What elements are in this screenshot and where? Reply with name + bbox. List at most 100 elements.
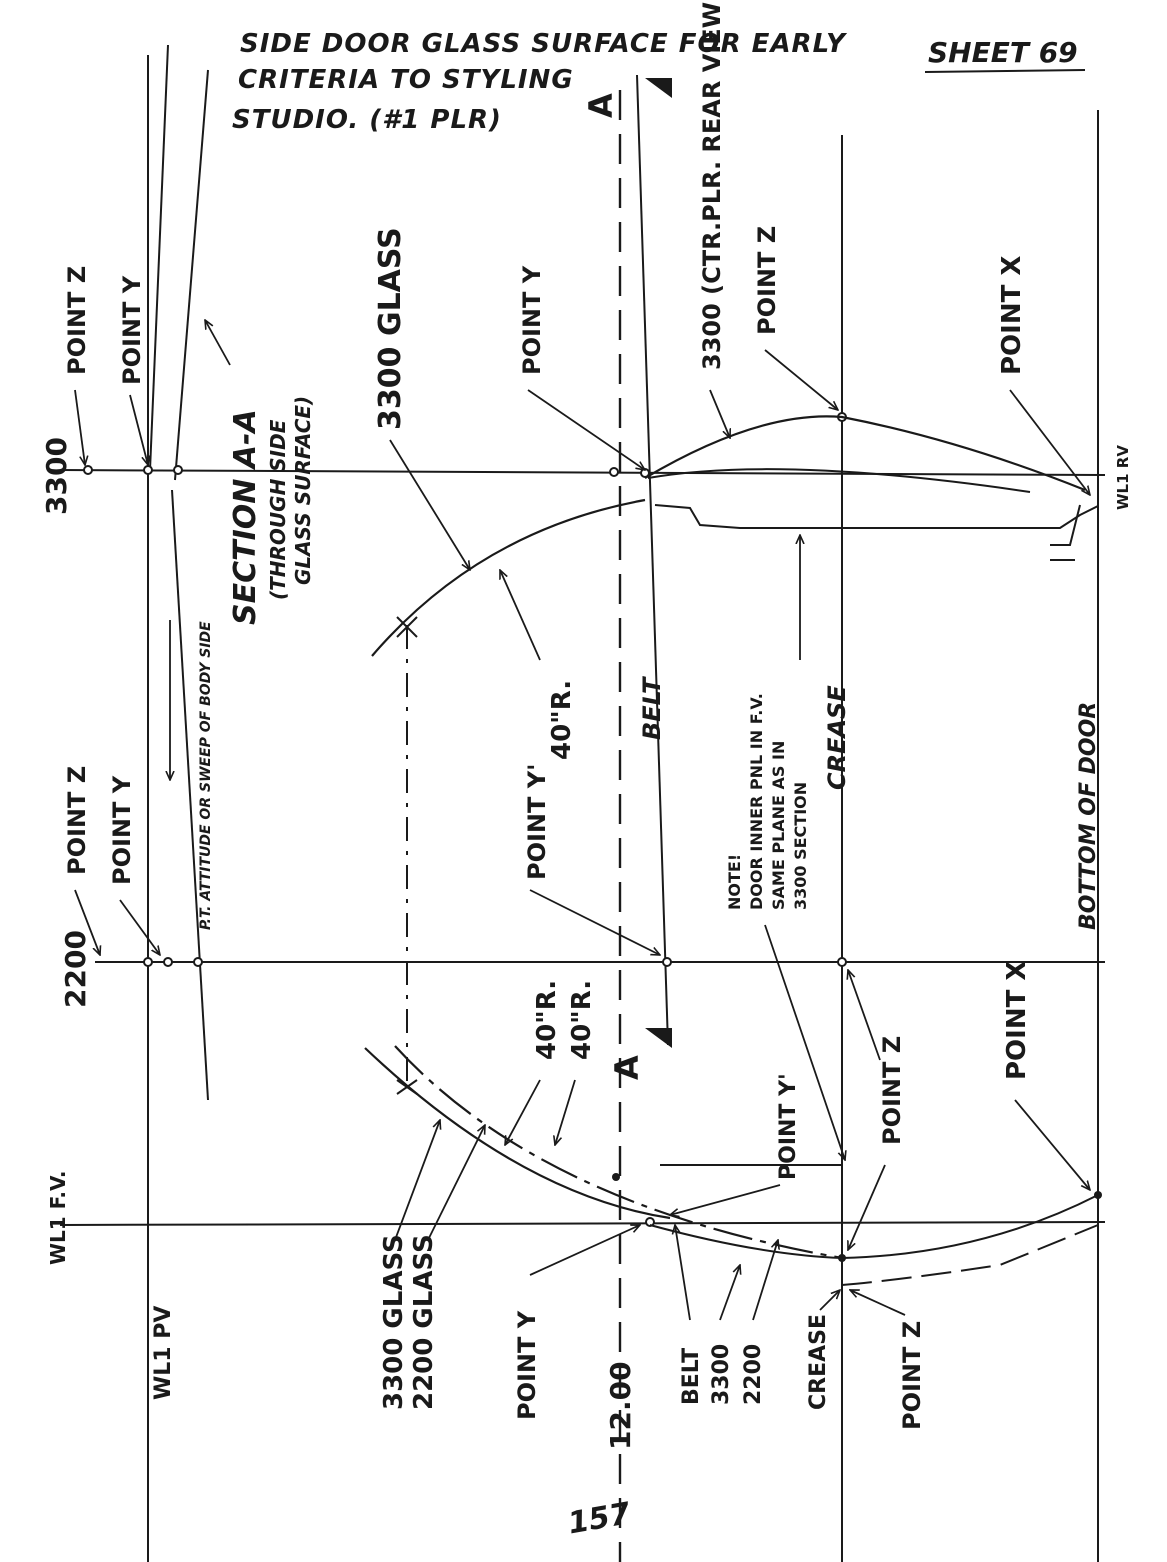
pt-2200-belt bbox=[662, 957, 672, 967]
leader-crease-bottom bbox=[819, 1290, 840, 1311]
pt-2200-crease bbox=[837, 957, 847, 967]
title-line-1: SIDE DOOR GLASS SURFACE FOR EARLY bbox=[240, 29, 848, 59]
leader-ctr-plr bbox=[709, 389, 730, 438]
body-side-label: P.T. ATTITUDE OR SWEEP OF BODY SIDE bbox=[198, 621, 214, 930]
glass-3300-left-curve bbox=[364, 1047, 671, 1220]
leader-glass-3300-left bbox=[394, 1120, 440, 1241]
sheet-number: SHEET 69 bbox=[928, 36, 1078, 69]
point-y-top-right: POINT Y bbox=[118, 275, 146, 385]
leader-z-top-mid bbox=[74, 889, 100, 955]
belt-mid-label: BELT bbox=[638, 676, 666, 740]
pt-3300-y bbox=[143, 465, 153, 475]
leader-z-top-right bbox=[74, 389, 85, 465]
title-line-3: STUDIO. (#1 PLR) bbox=[232, 105, 502, 135]
section-marker-bottom: A bbox=[608, 1028, 672, 1080]
pt-wl1-belt bbox=[612, 1173, 620, 1181]
glass-2200-left-curve bbox=[394, 1045, 843, 1260]
wl1-fv-line bbox=[59, 1221, 1106, 1226]
crease-bottom-label: CREASE bbox=[806, 1314, 831, 1410]
station-3300-line bbox=[59, 469, 1106, 476]
note-line-2: SAME PLANE AS IN bbox=[769, 741, 788, 910]
door-inner-panel bbox=[654, 504, 1099, 529]
leader-radius-mid bbox=[499, 570, 541, 661]
crease-mid-label: CREASE bbox=[823, 685, 851, 790]
point-z-top-mid: POINT Z bbox=[63, 766, 91, 875]
leader-y-top-right bbox=[129, 394, 148, 465]
bottom-door-label: BOTTOM OF DOOR bbox=[1076, 702, 1101, 930]
station-1200-label: 12.00 bbox=[604, 1361, 637, 1450]
radius-mid-label: 40"R. bbox=[547, 680, 577, 760]
leader-z-3300 bbox=[764, 349, 838, 410]
section-marker-top: A bbox=[582, 78, 672, 118]
station-wl1-rv-label: WL1 RV bbox=[1114, 445, 1132, 510]
leader-y-bottom bbox=[529, 1224, 640, 1276]
point-y-bottom: POINT Y bbox=[513, 1310, 541, 1420]
glass-3300-label: 3300 GLASS bbox=[373, 227, 408, 430]
leader-section bbox=[205, 320, 231, 366]
point-z-top-right: POINT Z bbox=[63, 266, 91, 375]
b3300-label: 3300 bbox=[709, 1344, 734, 1405]
left-lower-curve-2 bbox=[841, 1224, 1099, 1286]
section-sub-1: (THROUGH SIDE bbox=[266, 419, 290, 600]
b2200-label: 2200 bbox=[741, 1344, 766, 1405]
point-y-prime-left: POINT Y' bbox=[776, 1073, 801, 1180]
drawing-title: SIDE DOOR GLASS SURFACE FOR EARLY CRITER… bbox=[232, 29, 848, 135]
point-y-3300: POINT Y bbox=[518, 265, 546, 375]
leader-radius-left-1 bbox=[505, 1079, 541, 1145]
glass-2200-left-label: 2200 GLASS bbox=[409, 1234, 439, 1410]
point-z-3300: POINT Z bbox=[753, 226, 781, 335]
section-arrow-bottom bbox=[645, 1028, 672, 1048]
glass-3300-arc bbox=[371, 498, 646, 657]
sheet-underline bbox=[924, 69, 1086, 73]
leader-x-left bbox=[1014, 1099, 1090, 1190]
leader-b3300-bottom bbox=[719, 1265, 740, 1321]
point-x-3300: POINT X bbox=[997, 256, 1027, 375]
leader-y-prime-mid bbox=[529, 889, 660, 955]
station-wl1-fv-label: WL1 F.V. bbox=[46, 1170, 70, 1265]
glass-3300-left-label: 3300 GLASS bbox=[379, 1234, 409, 1410]
station-2200-label: 2200 bbox=[59, 930, 92, 1008]
leader-y-3300 bbox=[527, 389, 645, 470]
leader-y-top-mid bbox=[119, 899, 160, 955]
leader-z-bottom bbox=[850, 1289, 906, 1316]
ctr-plr-label: 3300 (CTR.PLR. REAR VIEW) bbox=[698, 0, 726, 370]
door-inner-panel-detail bbox=[1050, 504, 1081, 561]
section-sub-2: GLASS SURFACE) bbox=[291, 396, 315, 585]
pt-2200-z bbox=[143, 957, 153, 967]
section-label: SECTION A-A bbox=[228, 409, 263, 625]
note-line-1: DOOR INNER PNL IN F.V. bbox=[747, 693, 766, 910]
body-side-line-3 bbox=[171, 489, 209, 1101]
point-y-prime-mid: POINT Y' bbox=[523, 764, 551, 880]
pt-2200-y bbox=[163, 957, 173, 967]
pt-2200-body bbox=[193, 957, 203, 967]
leader-glass-3300 bbox=[389, 439, 470, 570]
glass-3300-cross-2 bbox=[396, 616, 418, 638]
point-z-bottom: POINT Z bbox=[898, 1321, 926, 1430]
leader-radius-left-2 bbox=[555, 1079, 576, 1145]
leader-b2200-bottom bbox=[752, 1240, 778, 1321]
leader-z-left-down bbox=[848, 1164, 886, 1250]
left-lower-curve bbox=[649, 1194, 1099, 1260]
leader-y-prime-left bbox=[670, 1184, 781, 1215]
point-y-top-mid: POINT Y bbox=[108, 775, 136, 885]
station-wl1-pv-label: WL1 PV bbox=[151, 1306, 176, 1400]
section-mark-a-top: A bbox=[582, 93, 620, 118]
grid-lines bbox=[59, 44, 1106, 1562]
note-title: NOTE! bbox=[725, 854, 744, 910]
note-line-3: 3300 SECTION bbox=[791, 782, 810, 910]
belt-line bbox=[636, 74, 669, 1046]
radius-left-1: 40"R. bbox=[532, 980, 562, 1060]
pt-3300-y2 bbox=[173, 465, 183, 475]
section-curves bbox=[364, 415, 1099, 1286]
belt-bottom-label: BELT bbox=[679, 1348, 704, 1405]
page-number: 157 bbox=[565, 1496, 633, 1541]
ctr-plr-curve-upper bbox=[644, 415, 1086, 492]
pt-3300-z bbox=[83, 465, 93, 475]
point-z-left: POINT Z bbox=[878, 1036, 906, 1145]
radius-left-2: 40"R. bbox=[567, 980, 597, 1060]
section-mark-a-bottom: A bbox=[608, 1055, 646, 1080]
section-arrow-top bbox=[645, 78, 672, 98]
leader-belt-bottom bbox=[675, 1225, 691, 1321]
body-side-line-2 bbox=[174, 69, 209, 481]
